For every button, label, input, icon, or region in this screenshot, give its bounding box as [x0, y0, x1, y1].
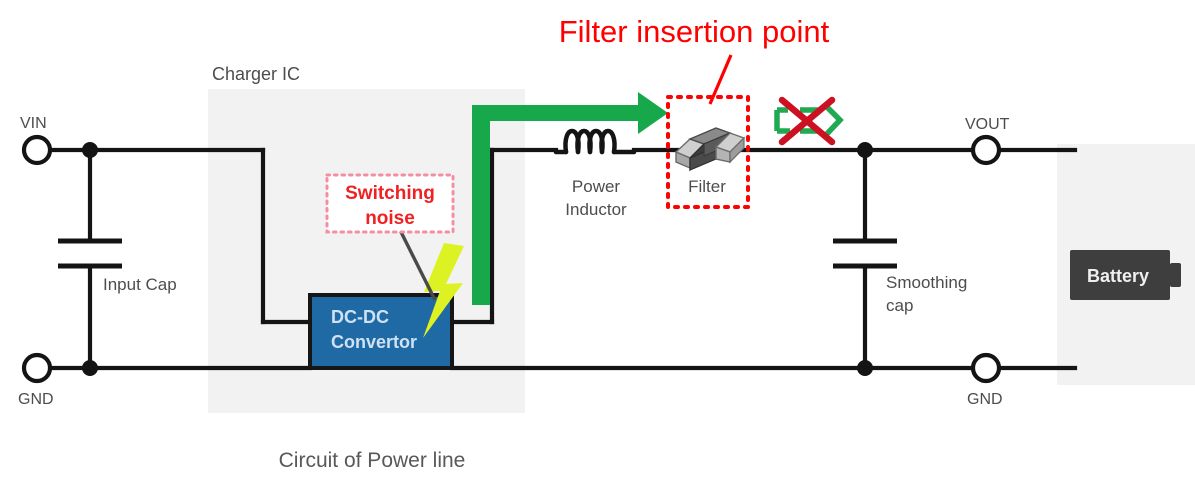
label-charger-ic: Charger IC: [212, 64, 300, 84]
label-converter-line2: Convertor: [331, 332, 417, 352]
label-power-inductor-line2: Inductor: [565, 200, 627, 219]
battery-body: [1070, 250, 1170, 300]
label-filter: Filter: [688, 177, 726, 196]
lightning-bolt-icon: [423, 243, 464, 338]
terminal-gnd-right: [970, 352, 1002, 384]
label-vout: VOUT: [965, 116, 1010, 133]
switching-noise-leader: [398, 229, 437, 301]
wire-network: [47, 147, 1078, 371]
label-switching-noise-line2: noise: [365, 208, 415, 229]
filter-chip-symbol: [674, 127, 746, 172]
label-smoothing-cap-line1: Smoothing: [886, 273, 967, 292]
label-vin: VIN: [20, 115, 47, 132]
label-converter-line1: DC-DC: [331, 307, 389, 327]
annotation-title: Filter insertion point: [559, 14, 830, 49]
junction-gnd-right: [857, 360, 873, 376]
label-gnd-left: GND: [18, 391, 54, 408]
filter-insertion-box: [666, 95, 750, 209]
junction-gnd-left: [82, 360, 98, 376]
label-gnd-right: GND: [967, 391, 1003, 408]
junction-vout: [857, 142, 873, 158]
label-smoothing-cap-line2: cap: [886, 296, 913, 315]
figure-caption: Circuit of Power line: [279, 449, 466, 472]
junction-dots: [82, 142, 873, 376]
dc-dc-converter-block: [308, 293, 454, 370]
input-capacitor: [58, 238, 122, 269]
noise-flow-arrow: [472, 92, 668, 305]
label-switching-noise-line1: Switching: [345, 183, 435, 204]
label-input-cap: Input Cap: [103, 275, 177, 294]
label-power-inductor-line1: Power: [572, 177, 621, 196]
terminal-vin: [21, 134, 53, 166]
power-inductor-symbol: [553, 129, 637, 155]
battery-block: [1070, 250, 1181, 300]
green-dashed-arrow-icon: [774, 102, 844, 139]
terminal-gnd-left: [21, 352, 53, 384]
junction-vin: [82, 142, 98, 158]
smoothing-capacitor: [833, 238, 897, 269]
terminal-vout: [970, 134, 1002, 166]
battery-terminal-nub: [1170, 263, 1181, 287]
filter-insertion-leader: [708, 54, 733, 105]
terminal-circles: [21, 134, 1002, 384]
red-x-icon: [778, 96, 836, 146]
label-battery: Battery: [1087, 266, 1149, 286]
switching-noise-callout-box: [325, 173, 455, 234]
blocked-noise-icon: [774, 96, 844, 146]
